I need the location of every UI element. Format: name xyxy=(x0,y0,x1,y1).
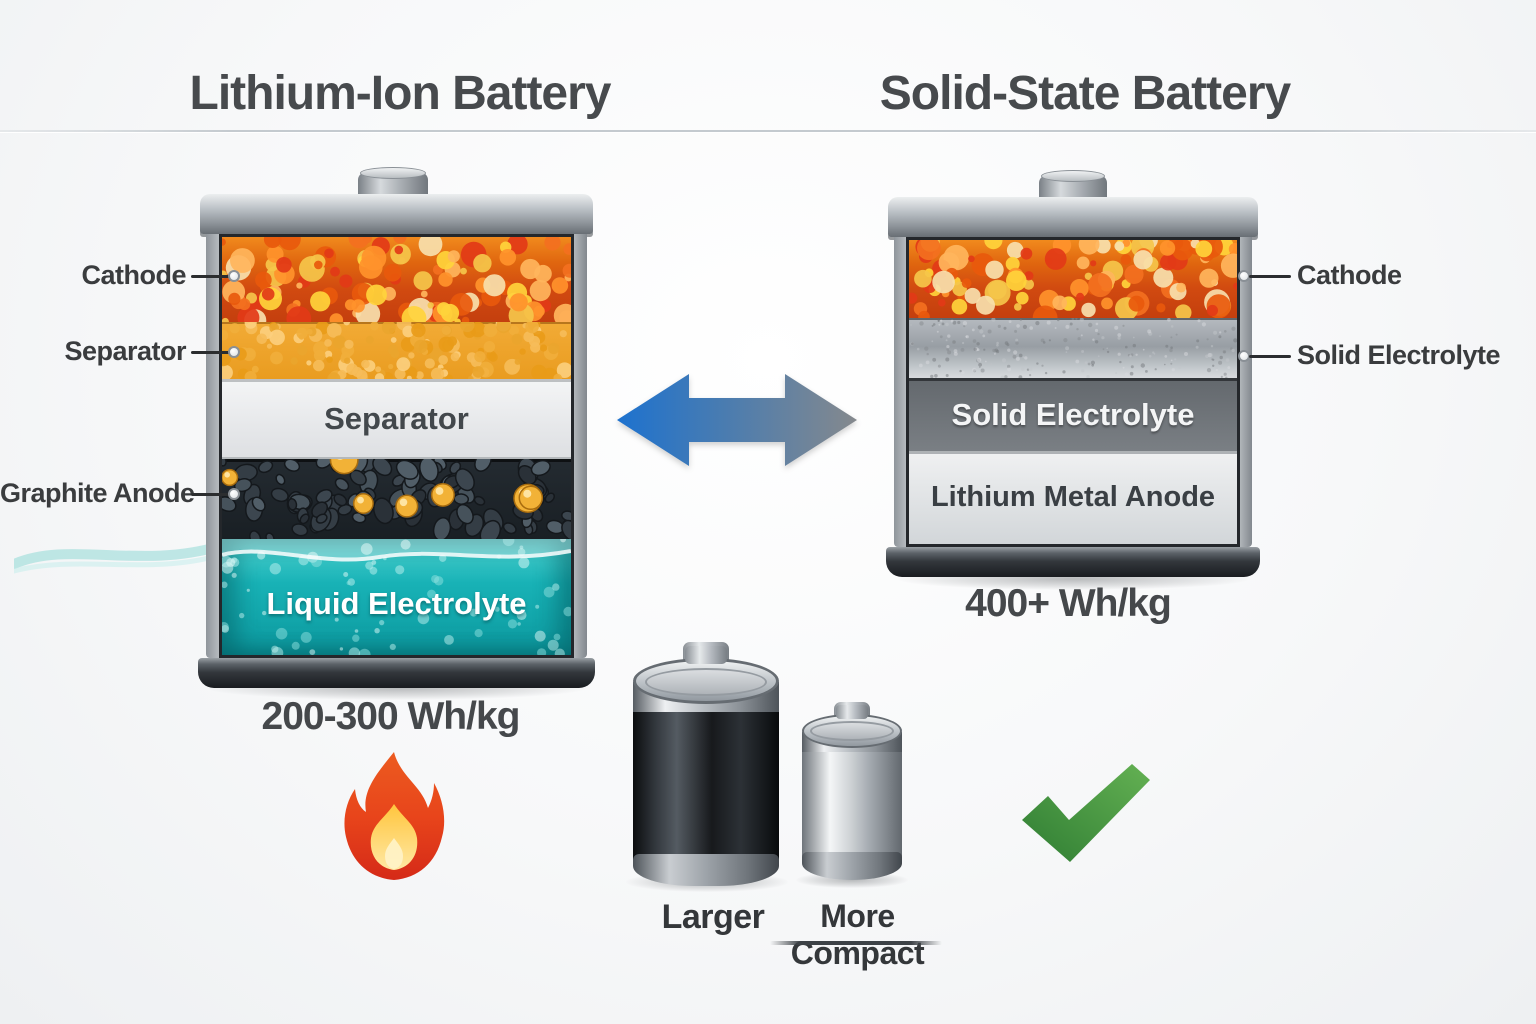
more-compact-label: More Compact xyxy=(790,898,925,971)
right-energy-density: 400+ Wh/kg xyxy=(965,582,1172,625)
double-arrow-icon xyxy=(617,374,857,466)
battery-terminal-top xyxy=(360,167,426,179)
lithium-ion-battery-diagram: Separator Liquid Electrolyte xyxy=(198,167,595,692)
liquid-splash-wave xyxy=(14,541,220,574)
checkmark-icon xyxy=(1022,764,1150,862)
battery-layer-stack: Solid Electrolyte Lithium Metal Anode xyxy=(906,237,1240,547)
liquid-surface-wave xyxy=(222,539,571,562)
texture-svg xyxy=(222,237,571,322)
separator-band: Separator xyxy=(222,379,571,459)
battery-terminal-top xyxy=(1041,170,1105,182)
texture-svg xyxy=(909,240,1237,318)
callout-dot xyxy=(228,270,240,282)
callout-line xyxy=(1249,355,1291,358)
callout-line xyxy=(1249,275,1291,278)
cylinder-bottom-band xyxy=(633,854,779,886)
compact-battery-cylinder xyxy=(802,702,902,888)
left-energy-density: 200-300 Wh/kg xyxy=(261,695,521,738)
callout-dot xyxy=(228,346,240,358)
cathode-layer xyxy=(909,240,1237,318)
cylinder-body xyxy=(802,746,902,858)
callout-line xyxy=(191,275,233,278)
solid-electrolyte-upper-layer xyxy=(909,318,1237,378)
battery-base xyxy=(198,658,595,688)
title-divider xyxy=(0,130,1536,132)
larger-label: Larger xyxy=(661,898,765,936)
callout-cathode-left: Cathode xyxy=(81,260,187,290)
cylinder-cap-ring xyxy=(810,721,894,741)
liquid-electrolyte-layer: Liquid Electrolyte xyxy=(222,539,571,655)
cathode-layer xyxy=(222,237,571,322)
solid-electrolyte-label: Solid Electrolyte xyxy=(951,396,1195,432)
graphite-anode-layer xyxy=(222,459,571,539)
cylinder-terminal-top xyxy=(836,705,868,719)
right-title: Solid-State Battery xyxy=(879,67,1291,120)
callout-solid-electrolyte: Solid Electrolyte xyxy=(1297,340,1501,370)
battery-cap xyxy=(888,197,1258,237)
cylinder-cap-ring xyxy=(645,668,767,696)
lithium-metal-anode-band: Lithium Metal Anode xyxy=(909,451,1237,544)
flame-icon xyxy=(344,752,445,880)
callout-dot xyxy=(228,488,240,500)
callout-cathode-right: Cathode xyxy=(1297,260,1402,290)
callout-separator-left: Separator xyxy=(64,336,186,366)
cylinder-body xyxy=(633,704,779,860)
callout-graphite-anode: Graphite Anode xyxy=(0,478,195,508)
battery-layer-stack: Separator Liquid Electrolyte xyxy=(219,234,574,658)
left-title: Lithium-Ion Battery xyxy=(189,67,612,120)
more-compact-underline xyxy=(770,941,942,945)
larger-battery-cylinder xyxy=(633,642,779,890)
lithium-metal-anode-label: Lithium Metal Anode xyxy=(930,481,1216,513)
texture-svg xyxy=(222,459,571,539)
solid-electrolyte-band: Solid Electrolyte xyxy=(909,378,1237,451)
liquid-electrolyte-label: Liquid Electrolyte xyxy=(266,586,527,621)
solid-state-battery-diagram: Solid Electrolyte Lithium Metal Anode xyxy=(886,170,1260,585)
separator-granular-layer xyxy=(222,322,571,379)
battery-base xyxy=(886,547,1260,577)
callout-line xyxy=(191,351,233,354)
callout-line xyxy=(191,493,233,496)
battery-cap xyxy=(200,194,593,234)
cylinder-bottom-band xyxy=(802,852,902,880)
cylinder-terminal-top xyxy=(685,646,727,664)
texture-svg xyxy=(910,318,1237,378)
separator-band-label: Separator xyxy=(324,401,469,436)
texture-svg xyxy=(222,322,571,379)
